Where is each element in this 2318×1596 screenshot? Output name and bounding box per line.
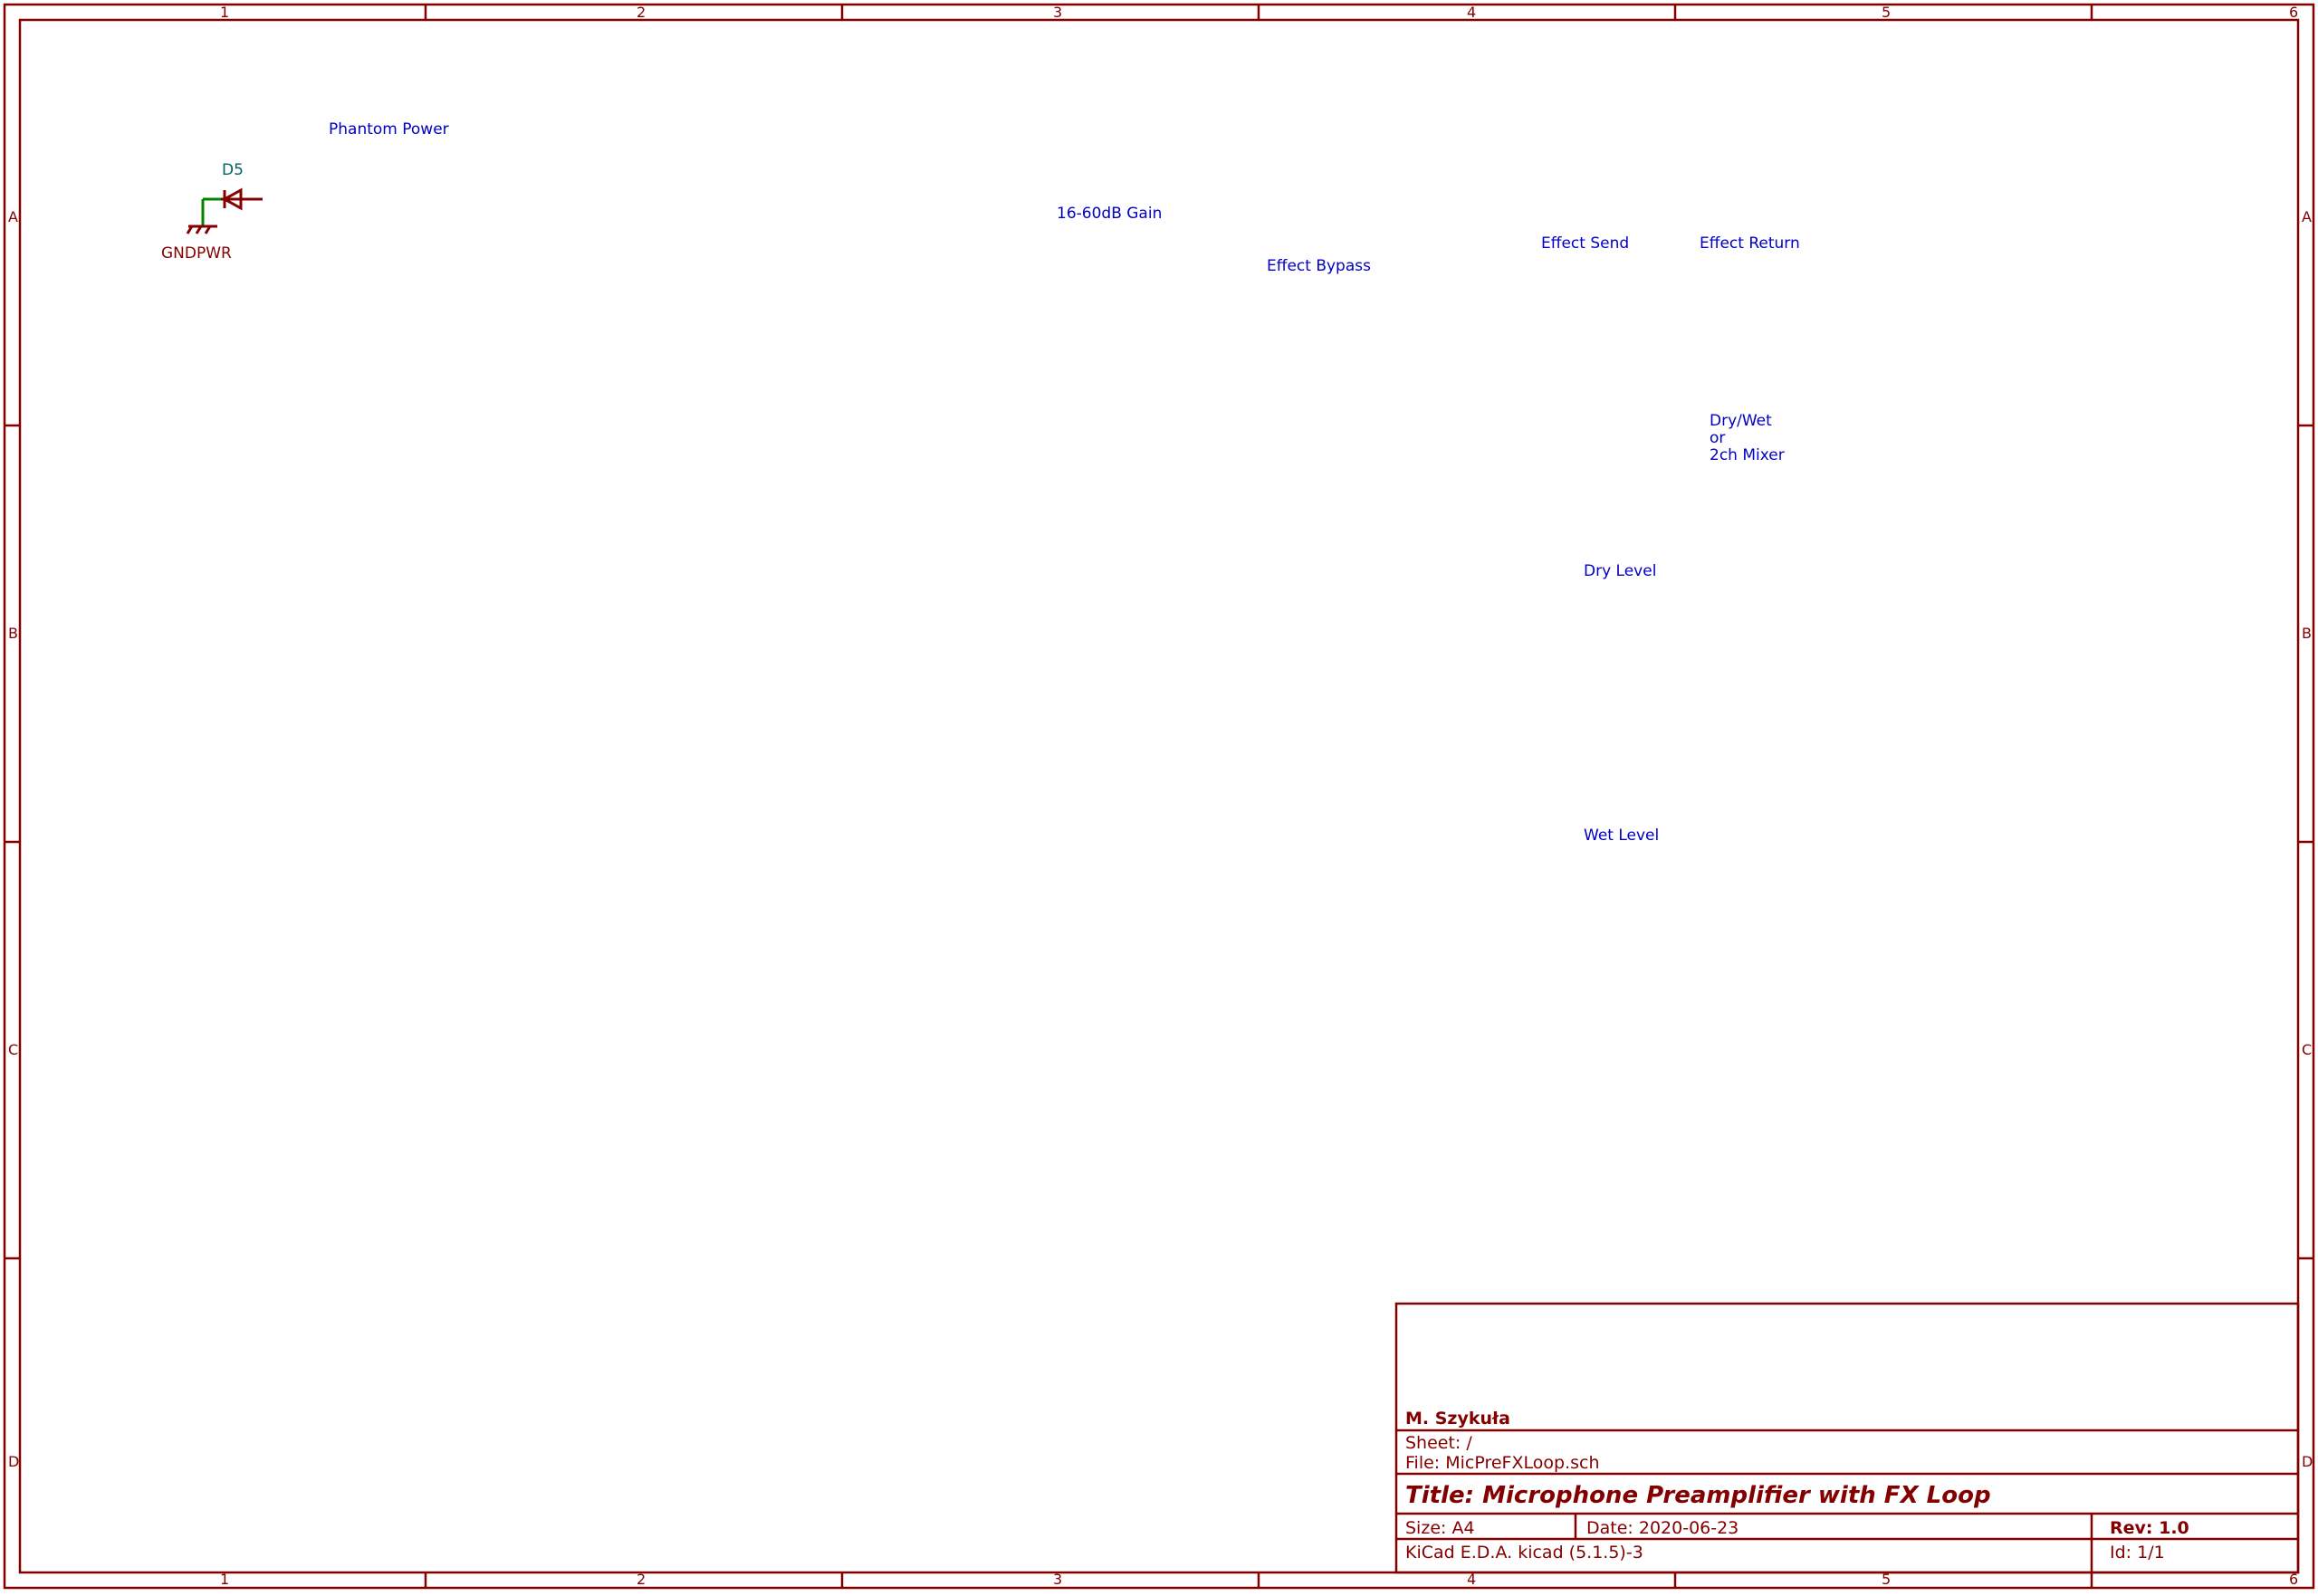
col-label-bottom: 2 <box>637 1571 646 1588</box>
col-label-top: 5 <box>1882 4 1891 21</box>
gndpwr-d5-label: GNDPWR <box>161 244 232 263</box>
tb-id: Id: 1/1 <box>2110 1543 2165 1563</box>
led-d5: D5 <box>221 161 263 211</box>
col-label-top: 3 <box>1053 4 1062 21</box>
sheet-frame <box>3 3 2315 1590</box>
row-label-right: D <box>2302 1453 2313 1470</box>
tb-author: M. Szykuła <box>1405 1409 1510 1429</box>
note-mixer-3: 2ch Mixer <box>1710 446 1785 464</box>
note-wet-level: Wet Level <box>1584 827 1659 845</box>
title-block: M. Szykuła Sheet: / File: MicPreFXLoop.s… <box>1394 1302 2300 1574</box>
note-mixer-1: Dry/Wet <box>1710 412 1772 430</box>
col-label-top: 1 <box>220 4 229 21</box>
tb-file: File: MicPreFXLoop.sch <box>1405 1453 1600 1473</box>
row-label-left: C <box>8 1041 18 1058</box>
col-label-bottom: 6 <box>2289 1571 2298 1588</box>
col-label-bottom: 4 <box>1467 1571 1476 1588</box>
tb-date: Date: 2020-06-23 <box>1586 1518 1738 1538</box>
col-label-top: 4 <box>1467 4 1476 21</box>
col-label-bottom: 1 <box>220 1571 229 1588</box>
phantom-power-section: GNDPWR D5 <box>161 161 263 263</box>
note-dry-level: Dry Level <box>1584 562 1656 580</box>
note-mixer-2: or <box>1710 429 1725 447</box>
frame-column-labels: 1 2 3 4 5 6 1 2 3 4 5 6 A B C D A B C D <box>8 4 2313 1588</box>
tb-rev: Rev: 1.0 <box>2110 1518 2189 1538</box>
row-label-left: A <box>8 208 18 225</box>
col-label-bottom: 5 <box>1882 1571 1891 1588</box>
col-label-top: 2 <box>637 4 646 21</box>
tb-sheet: Sheet: / <box>1405 1433 1472 1453</box>
svg-text:D5: D5 <box>222 161 244 179</box>
row-label-right: A <box>2302 208 2312 225</box>
row-label-right: C <box>2302 1041 2312 1058</box>
notes: Phantom Power 16-60dB Gain Effect Bypass… <box>329 120 1800 845</box>
note-bypass: Effect Bypass <box>1267 257 1371 275</box>
tb-size: Size: A4 <box>1405 1518 1475 1538</box>
note-gain: 16-60dB Gain <box>1057 205 1162 223</box>
tb-title: Title: Microphone Preamplifier with FX L… <box>1405 1482 1991 1509</box>
col-label-bottom: 3 <box>1053 1571 1062 1588</box>
note-effect-send: Effect Send <box>1541 234 1629 253</box>
tb-tool: KiCad E.D.A. kicad (5.1.5)-3 <box>1405 1543 1643 1563</box>
col-label-top: 6 <box>2289 4 2298 21</box>
row-label-left: D <box>8 1453 19 1470</box>
note-phantom: Phantom Power <box>329 120 449 139</box>
row-label-right: B <box>2302 625 2312 642</box>
row-label-left: B <box>8 625 18 642</box>
note-effect-return: Effect Return <box>1700 234 1800 253</box>
